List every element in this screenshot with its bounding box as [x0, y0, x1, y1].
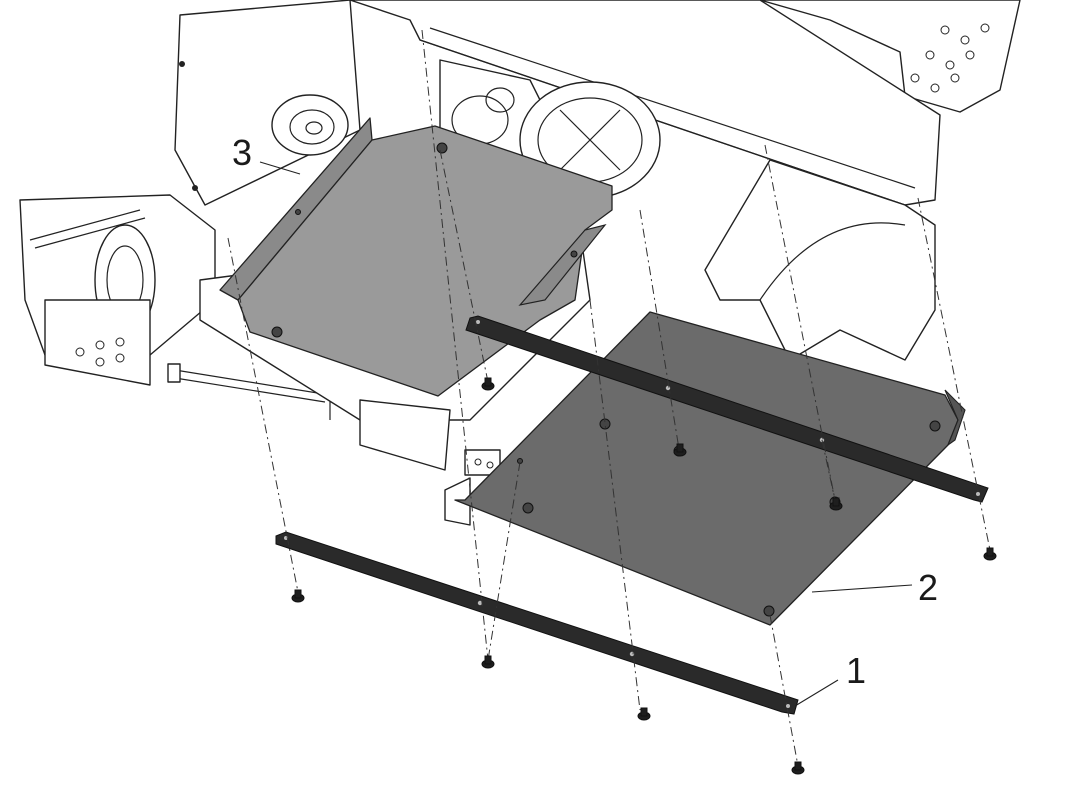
upper-cover-holes: [271, 142, 578, 338]
retaining-strip-upper: [465, 315, 989, 503]
screw: [481, 377, 495, 391]
screw: [481, 655, 495, 669]
screw: [673, 443, 687, 457]
screw: [791, 761, 805, 775]
callout-label-1: 1: [846, 650, 866, 691]
screws: [291, 377, 997, 775]
callout-label-3: 3: [232, 132, 252, 173]
callout-3: 3: [232, 132, 301, 175]
callout-1: 1: [794, 650, 866, 707]
screw: [983, 547, 997, 561]
bracket-holes: [910, 23, 990, 93]
upper-cover-plate: [219, 117, 613, 397]
assembly-axis-lines: [227, 29, 991, 767]
screw: [291, 589, 305, 603]
callout-label-2: 2: [918, 567, 938, 608]
screw: [637, 707, 651, 721]
callout-2: 2: [811, 567, 938, 608]
screw: [829, 497, 843, 511]
